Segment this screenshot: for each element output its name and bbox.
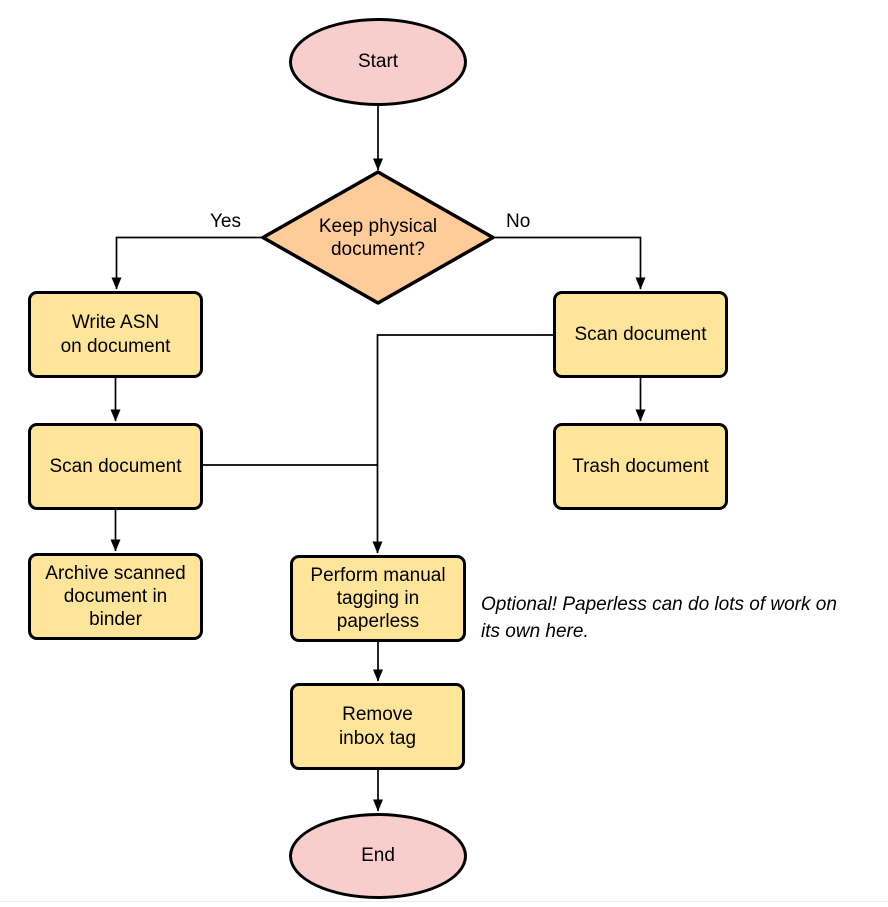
edge-label-no: No — [506, 211, 531, 232]
decision-diamond-shape — [261, 170, 495, 305]
node-scan-document-right-label: Scan document — [574, 323, 707, 345]
node-end: End — [289, 813, 467, 899]
node-archive-binder: Archive scanned document in binder — [28, 553, 203, 640]
node-start: Start — [289, 18, 467, 106]
node-scan-document-right: Scan document — [553, 291, 728, 378]
edge-decision-no — [492, 236, 646, 290]
node-scan-document-left: Scan document — [28, 423, 203, 510]
node-write-asn: Write ASN on document — [28, 291, 203, 378]
node-manual-tagging: Perform manual tagging in paperless — [290, 555, 466, 642]
node-remove-inbox-tag-label: Remove inbox tag — [338, 704, 417, 749]
node-trash-document: Trash document — [553, 423, 728, 510]
node-scan-document-left-label: Scan document — [49, 455, 182, 477]
node-decision: Keep physical document? — [278, 200, 478, 276]
optional-note: Optional! Paperless can do lots of work … — [481, 594, 837, 642]
node-decision-label: Keep physical document? — [318, 215, 438, 260]
node-start-label: Start — [357, 51, 399, 73]
edge-label-yes: Yes — [210, 211, 241, 232]
node-trash-document-label: Trash document — [572, 455, 709, 477]
edge-scanright-to-tagging — [372, 334, 553, 554]
node-end-label: End — [361, 845, 395, 867]
edge-decision-yes — [111, 236, 264, 290]
node-remove-inbox-tag: Remove inbox tag — [290, 683, 465, 770]
node-manual-tagging-label: Perform manual tagging in paperless — [310, 564, 446, 633]
bottom-divider — [0, 901, 888, 902]
node-archive-binder-label: Archive scanned document in binder — [45, 562, 186, 631]
node-write-asn-label: Write ASN on document — [60, 312, 171, 357]
